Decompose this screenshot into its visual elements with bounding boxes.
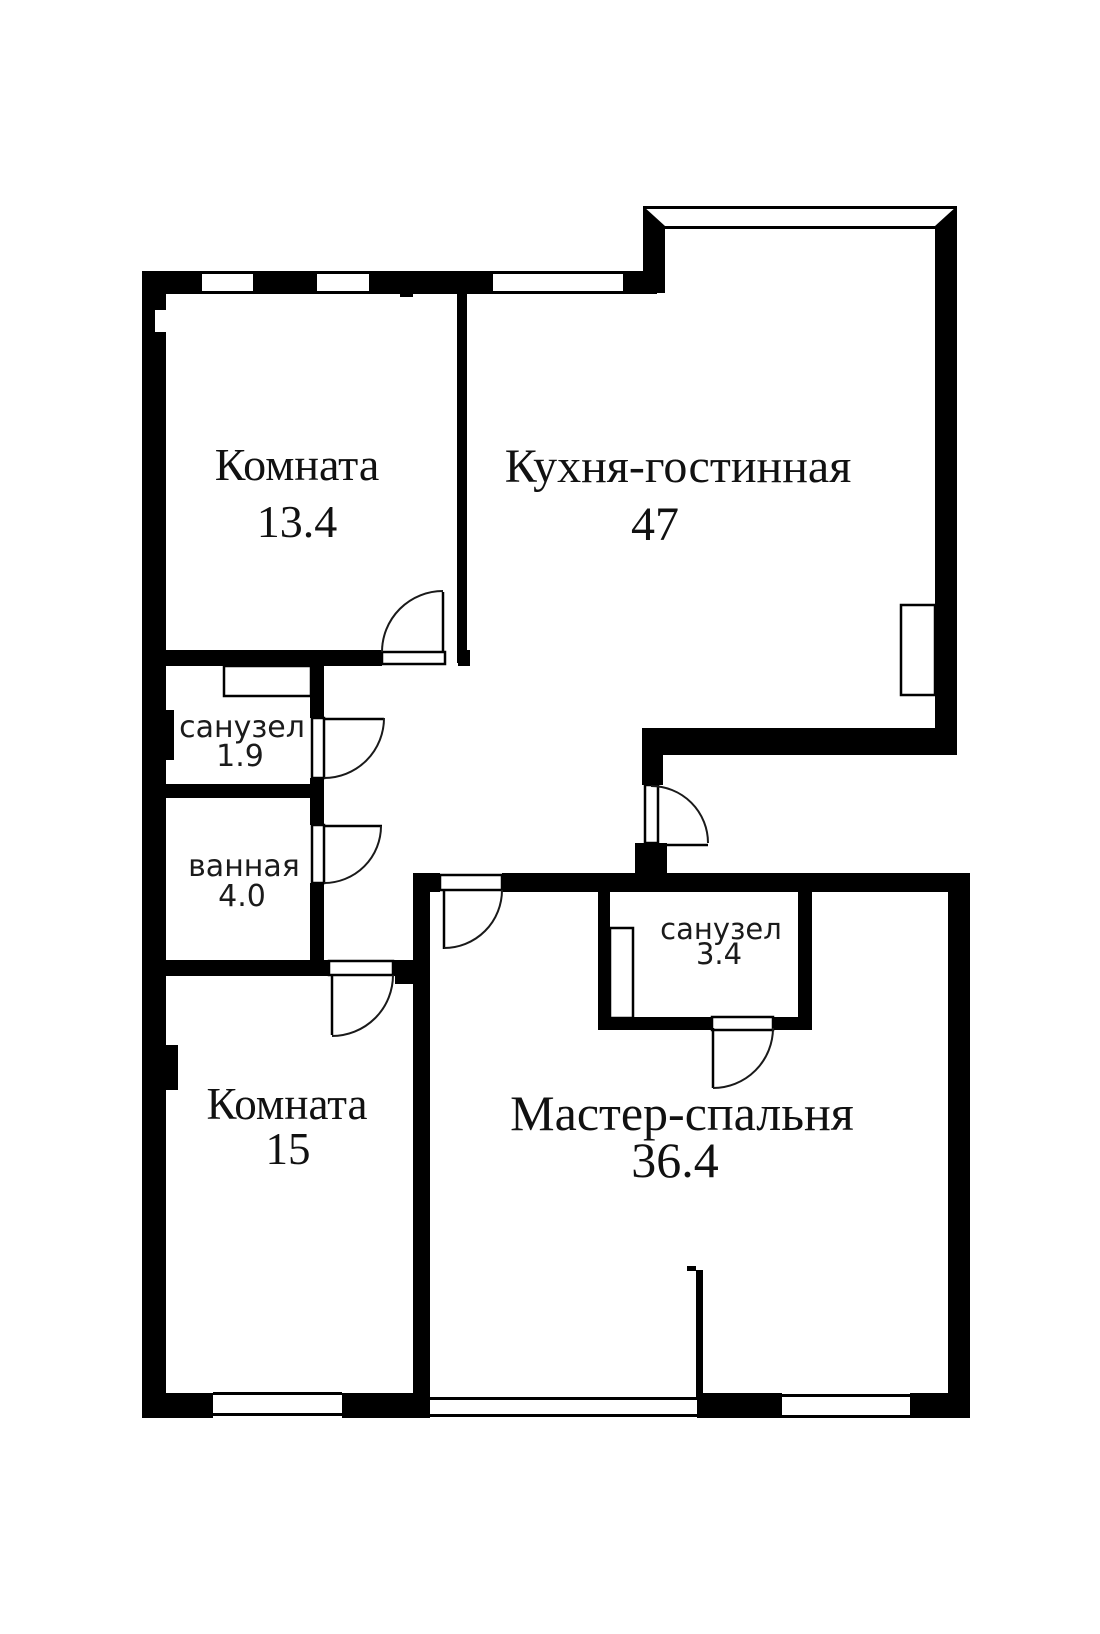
label-bathroom-name: ванная <box>188 849 300 884</box>
windows <box>213 1392 910 1418</box>
wall-wc-master-right <box>798 888 812 1028</box>
wall-master-top-seg <box>502 873 970 892</box>
door-arc-room2 <box>331 974 394 1037</box>
shaft-kitchen <box>899 603 937 697</box>
label-room2-name: Комната <box>207 1079 368 1129</box>
walls <box>142 206 970 1418</box>
wall-entry-post <box>635 843 667 873</box>
shaft-wc-small <box>222 664 313 698</box>
wall-hall-top-seg <box>142 650 382 666</box>
wall-entry-bar <box>642 728 663 785</box>
wall-kitchen-bottom <box>645 728 957 755</box>
wall-top-seg <box>369 273 493 293</box>
wall-top-seg <box>142 273 202 293</box>
label-bathroom-area: 4.0 <box>218 879 266 914</box>
wall-master-bottom-seg <box>910 1393 970 1418</box>
door-leaf-wc-master <box>710 1015 775 1032</box>
balcony-front-line <box>425 1414 700 1417</box>
balcony-front-line <box>425 1397 700 1400</box>
wall-room2-top-seg <box>142 960 329 976</box>
label-wc-small-area: 1.9 <box>216 739 264 774</box>
window-master-bottom-line <box>782 1415 910 1418</box>
wall-top-outer-line <box>142 271 657 274</box>
door-leaf-room1 <box>380 650 447 666</box>
wall-left-outer <box>142 273 166 1418</box>
shaft-wc-master <box>608 926 635 1020</box>
door-leaf-room2 <box>327 959 395 977</box>
wall-master-left <box>413 873 430 1418</box>
label-wc-master-area: 3.4 <box>696 937 742 971</box>
label-kitchen-area: 47 <box>631 498 679 551</box>
wall-wc-master-bottom-seg <box>773 1017 812 1030</box>
label-kitchen-name: Кухня-гостинная <box>505 440 852 493</box>
kitchen-band-inner-line <box>665 226 935 229</box>
label-wc-master-name: санузел <box>660 912 782 946</box>
label-master-area: 36.4 <box>631 1132 719 1188</box>
wall-wc-master-bottom-seg <box>598 1017 712 1030</box>
wall-partition-top-tick <box>400 290 413 297</box>
label-room1-area: 13.4 <box>257 496 338 547</box>
wall-wc-master-left <box>598 888 610 1028</box>
door-leaf-wc-small <box>310 716 326 780</box>
door-arc-room1 <box>381 590 444 653</box>
kitchen-band-outer-line <box>643 206 957 209</box>
door-arc-bathroom <box>323 825 382 884</box>
door-leaf-entry <box>643 783 660 845</box>
wall-bath-right-seg <box>310 883 324 976</box>
wall-master-top-seg <box>413 873 440 892</box>
wall-room2-top-bump <box>395 976 413 984</box>
label-wc-small-name: санузел <box>179 710 305 745</box>
door-arc-wc-small <box>323 717 385 779</box>
door-arc-entry <box>650 785 709 844</box>
wall-bath-right-seg <box>310 650 324 718</box>
wall-master-stub <box>696 1270 703 1398</box>
label-room1-name: Комната <box>215 439 380 490</box>
wall-master-bottom-seg <box>697 1393 782 1418</box>
door-leaf-master <box>438 873 504 892</box>
kitchen-corner-wedge-left <box>643 206 665 293</box>
label-room2-area: 15 <box>266 1124 311 1174</box>
wall-master-right <box>948 873 970 1418</box>
pilaster-room2 <box>160 1045 178 1090</box>
wall-bath-divider <box>158 784 324 798</box>
wall-partition-room1 <box>457 293 467 663</box>
wall-master-stub-tick <box>687 1266 696 1271</box>
doors <box>310 590 775 1089</box>
window-room2-bottom-line <box>213 1392 342 1395</box>
door-leaf-bathroom <box>310 823 326 885</box>
door-arc-master <box>443 889 503 949</box>
pilaster-wc-small <box>158 710 174 760</box>
wall-bath-right-seg <box>310 778 324 825</box>
wall-kitchen-right <box>935 228 957 755</box>
window-master-bottom-line <box>782 1394 910 1397</box>
wall-room2-bottom-seg <box>142 1393 213 1418</box>
balcony-corner-bevel <box>409 1394 431 1417</box>
door-arc-wc-master <box>712 1027 774 1089</box>
window-room2-bottom-line <box>213 1413 342 1416</box>
wall-top-seg <box>253 273 317 293</box>
label-master-name: Мастер-спальня <box>510 1085 854 1141</box>
wall-left-notch <box>155 310 168 332</box>
